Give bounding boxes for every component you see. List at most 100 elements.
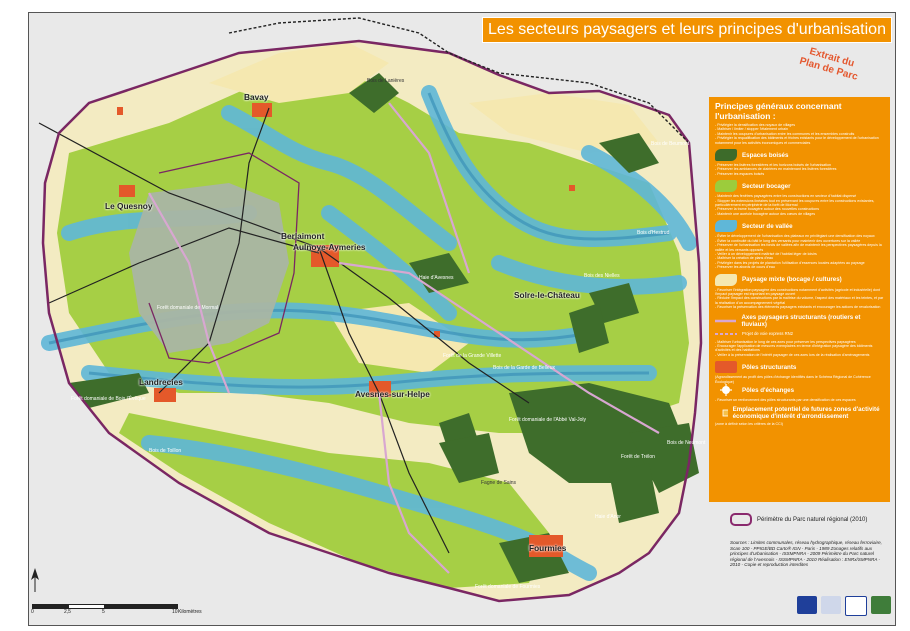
forest-label: Bois de Neumont: [667, 440, 706, 446]
eu-flag-icon: [797, 596, 817, 614]
legend-label: Emplacement potentiel de futures zones d…: [732, 406, 880, 421]
swatch-bocage: [715, 180, 737, 193]
national-border: [228, 17, 690, 144]
town-label: Le Quesnoy: [105, 201, 153, 211]
legend-text: - Préserver les abords de cours d'eau: [715, 265, 775, 270]
perimeter-swatch: [730, 513, 752, 526]
map-title: Les secteurs paysagers et leurs principe…: [482, 17, 892, 43]
scale-tick: 2,5: [64, 609, 71, 615]
swatch-mixed: [715, 273, 737, 286]
legend-label: Espaces boisés: [742, 151, 789, 159]
legend-text: - Préserver de l'urbanisation les fonds …: [715, 243, 882, 252]
legend-text: - Favoriser un renforcement des pôles st…: [715, 398, 856, 402]
mixed-landscape-patch: [209, 43, 389, 103]
legend-section-axes: Axes paysagers structurants (routiers et…: [715, 314, 884, 358]
legend-section-valley: Secteur de vallée - Éviter le développem…: [715, 220, 884, 269]
legend-text: - Éviter la continuité du bâti le long d…: [715, 238, 861, 243]
legend-text: (zone à définir selon les critères de la…: [715, 422, 783, 427]
forest-label: Forêt domaniale de Bois l'Évêque: [71, 396, 146, 402]
legend-sublabel: Projet de voie express RN2: [742, 331, 793, 337]
town-label: Avesnes-sur-Helpe: [355, 389, 430, 399]
forest-label: Forêt domaniale de l'Abbé Val-Joly: [509, 417, 587, 423]
legend-text: - Réduire l'impact des constructions par…: [715, 296, 884, 305]
forest-label: Bois d'Hestrud: [637, 230, 670, 236]
legend-text: - Favoriser la préservation des éléments…: [715, 305, 881, 310]
perimeter-legend: Périmètre du Parc naturel régional (2010…: [730, 513, 867, 526]
scale-segment: [104, 604, 178, 609]
swatch-wooded: [715, 149, 737, 162]
forest-label: Bois des Nielles: [584, 273, 620, 279]
partner-logo: [821, 596, 841, 614]
legend-label: Pôles structurants: [742, 363, 797, 371]
forest-label: Haie d'Anor: [595, 514, 621, 520]
scale-tick: 5: [102, 609, 105, 615]
legend-label: Secteur de vallée: [742, 222, 793, 230]
scale-tick: 0: [31, 609, 34, 615]
legend-section-mixed: Paysage mixte (bocage / cultures) - Favo…: [715, 273, 884, 310]
legend-intro-line: - Privilégier la densification des noyau…: [715, 123, 796, 127]
legend-text: - Veiller à la préservation de l'intérêt…: [715, 352, 870, 357]
swatch-rn2-project: [715, 332, 737, 335]
legend-intro-line: - Maintenir les coupures d'urbanisation …: [715, 131, 855, 136]
legend-panel: Principes généraux concernant l'urbanisa…: [709, 97, 890, 502]
swatch-axes: [715, 319, 737, 322]
legend-intro-line: - Maîtriser / limiter / stopper l'étalem…: [715, 127, 788, 132]
legend-label: Paysage mixte (bocage / cultures): [742, 276, 842, 284]
scale-segment: [68, 604, 106, 609]
park-logo: [871, 596, 891, 614]
legend-label: Secteur bocager: [742, 182, 791, 190]
commune-boundary: [148, 152, 300, 364]
wooded-areas: [69, 73, 699, 583]
legend-section-poles: Pôles structurants (Agrandissement au pr…: [715, 361, 884, 402]
mormal-forest: [129, 183, 289, 353]
forest-label: Bois de la Garde de Belleux: [493, 365, 555, 371]
landscape-map[interactable]: [29, 13, 895, 625]
legend-intro-line: - Privilégier la requalification des bât…: [715, 136, 879, 145]
swatch-poles: [715, 361, 737, 374]
activity-zone-icon: [722, 410, 728, 417]
town-label: Landrecies: [139, 377, 183, 387]
legend-label: Pôles d'échanges: [742, 386, 795, 394]
scale-unit: Kilomètres: [178, 609, 202, 615]
legend-text: - Éviter le développement de l'urbanisat…: [715, 234, 875, 239]
swatch-valley: [715, 220, 737, 233]
partner-logo: [845, 596, 867, 616]
forest-label: Fagne de Sains: [481, 480, 517, 486]
mixed-landscape-patch: [469, 93, 659, 153]
forest-label: Forêt domaniale de Fourmies: [475, 584, 541, 590]
forest-label: Forêt domaniale de Mormal: [157, 305, 219, 311]
legend-label: Axes paysagers structurants (routiers et…: [741, 313, 861, 328]
town-label: Solre-le-Château: [514, 290, 580, 300]
legend-section-zones: Emplacement potentiel de futures zones d…: [715, 406, 884, 426]
legend-text: - Favoriser l'intégration paysagère des …: [715, 287, 880, 296]
legend-text: - Veiller à un développement maîtrisé de…: [715, 251, 817, 256]
legend-text: - Préserver les espaces boisés: [715, 171, 765, 176]
legend-section-wooded: Espaces boisés - Préserver les lisières …: [715, 149, 884, 176]
legend-text: - Privilégier dans les projets de planta…: [715, 260, 865, 265]
town-label: Aulnoye-Aymeries: [293, 242, 366, 252]
legend-text: (Agrandissement au profit des pôles d'éc…: [715, 375, 871, 384]
scale-bar: 0 2,5 5 10 Kilomètres: [31, 604, 202, 618]
legend-text: - Stopper les extensions linéaires tout …: [715, 198, 875, 208]
north-arrow-icon: [31, 568, 39, 592]
legend-text: - Préserver la trame bocagère autour des…: [715, 207, 820, 212]
legend-text: - Maîtriser la création de plans d'eau: [715, 256, 774, 261]
exchange-hub-icon: [720, 384, 732, 396]
forest-label: Forêt de la Grande Villette: [443, 353, 502, 359]
legend-text: - Préserver les ambiances de clairières …: [715, 167, 837, 172]
sources-text: Sources : Limites communales, réseau hyd…: [730, 540, 882, 568]
legend-text: - Encourager l'application de mesures ex…: [715, 343, 873, 353]
landscape-axes: [148, 102, 660, 574]
legend-text: - Maintenir des fenêtres paysagères entr…: [715, 194, 857, 199]
town-label: Bavay: [244, 92, 269, 102]
forest-label: Bois de Beumont: [651, 141, 690, 147]
legend-heading: Principes généraux concernant l'urbanisa…: [715, 101, 842, 121]
town-label: Berlaimont: [281, 231, 325, 241]
park-perimeter: [41, 39, 703, 603]
forest-label: Forêt de Trélon: [621, 454, 655, 460]
legend-text: - Préserver les lisières forestières et …: [715, 163, 831, 168]
forest-label: Bois de Toillon: [149, 448, 182, 454]
perimeter-label: Périmètre du Parc naturel régional (2010…: [757, 516, 868, 523]
forest-label: Bois de Lanières: [367, 78, 405, 84]
partner-logos: [797, 596, 891, 616]
